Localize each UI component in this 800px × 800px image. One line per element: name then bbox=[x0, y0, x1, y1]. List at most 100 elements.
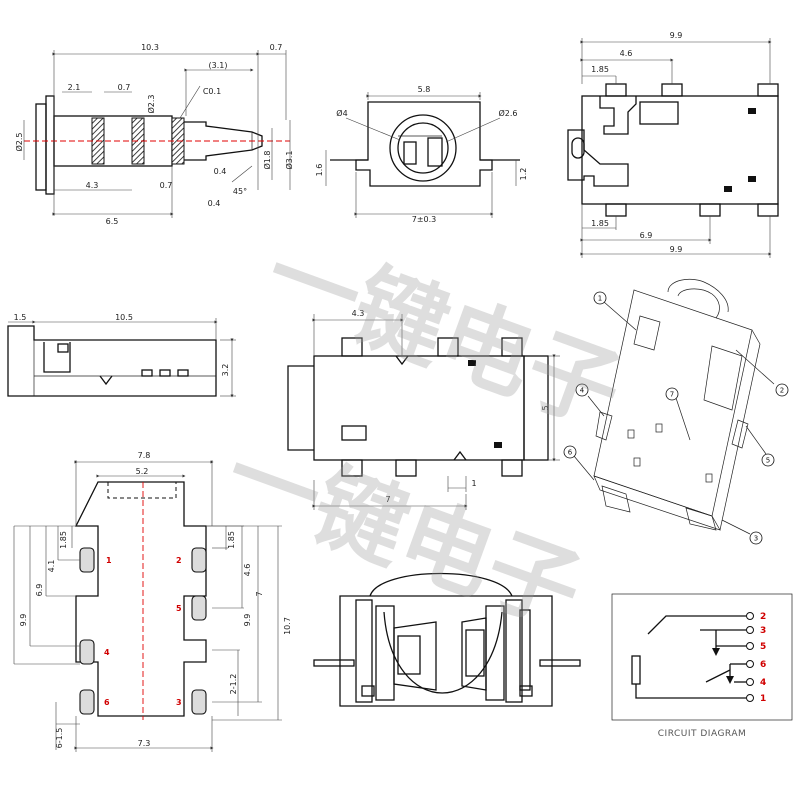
iso-balloon-2 bbox=[775, 383, 789, 397]
iso-socket-ring bbox=[667, 278, 729, 313]
bottom-pin-bot-1 bbox=[341, 459, 363, 477]
iso-balloon-6 bbox=[563, 445, 577, 459]
side-dim-chamfer: C0.1 bbox=[203, 87, 221, 96]
side-dim-plug-dia: Ø3.1 bbox=[284, 150, 294, 169]
iso-balloon-4 bbox=[575, 383, 589, 397]
section-housing bbox=[339, 595, 553, 707]
section-view bbox=[313, 572, 581, 707]
top-dim-overall-bottom: 9.9 bbox=[670, 245, 683, 254]
circuit-pin-3: 3 bbox=[760, 626, 766, 636]
section-dome bbox=[369, 572, 513, 597]
section-contact-right bbox=[461, 617, 487, 691]
side-dim-angle: 45° bbox=[233, 187, 247, 196]
bottom-pin-top-1 bbox=[341, 337, 363, 357]
top-pin-upper-left bbox=[605, 83, 627, 97]
side-dim-housing: 6.5 bbox=[106, 217, 119, 226]
side-dim-ring-width: 0.7 bbox=[160, 181, 173, 190]
profile-pin-a bbox=[57, 343, 69, 353]
footprint-pad-2 bbox=[191, 547, 207, 573]
iso-label-4: 4 bbox=[580, 387, 585, 395]
side-dim-body-length: 4.3 bbox=[86, 181, 99, 190]
bottom-view: 4.3 5 1 7 bbox=[287, 309, 560, 510]
iso-label-5: 5 bbox=[766, 457, 770, 465]
top-marker-3 bbox=[724, 186, 732, 192]
profile-dim-length: 10.5 bbox=[115, 313, 133, 322]
bottom-pin-top-3 bbox=[501, 337, 523, 357]
pcb-footprint: 1 2 5 4 6 3 7.8 5 bbox=[13, 451, 292, 752]
front-dim-outer-dia: Ø4 bbox=[336, 108, 347, 118]
side-dim-ring-gap: 0.7 bbox=[118, 83, 131, 92]
footprint-outline bbox=[74, 481, 207, 717]
iso-balloon-3 bbox=[749, 531, 763, 545]
isometric-view: 1 2 4 7 5 6 3 bbox=[563, 278, 789, 545]
circuit-pin-1: 1 bbox=[760, 694, 766, 704]
footprint-pin-2: 2 bbox=[176, 556, 182, 565]
fp-dim-left-offset: 1.85 bbox=[59, 531, 68, 549]
top-pin-lower-right bbox=[757, 203, 779, 217]
footprint-pad-4 bbox=[79, 639, 95, 665]
fp-dim-left-6.9: 6.9 bbox=[35, 584, 44, 597]
iso-label-3: 3 bbox=[754, 535, 758, 543]
side-dim-step-2: 0.4 bbox=[208, 199, 221, 208]
top-marker-1 bbox=[748, 108, 756, 114]
side-flange-left bbox=[35, 103, 47, 191]
profile-view: 1.5 10.5 3.2 bbox=[7, 313, 236, 398]
watermark-text-lower: 一键电子 bbox=[212, 420, 594, 646]
bottom-dim-pin-width: 1 bbox=[471, 479, 476, 488]
profile-pin-d bbox=[177, 369, 189, 377]
fp-dim-slot: 2-1.2 bbox=[229, 674, 238, 695]
fp-dim-inner-width: 5.2 bbox=[136, 467, 149, 476]
top-pin-lower-left bbox=[605, 203, 627, 217]
circuit-pin-6: 6 bbox=[760, 660, 766, 670]
front-dim-left-height: 1.6 bbox=[315, 164, 324, 177]
section-leg-right bbox=[539, 659, 581, 667]
fp-dim-right-7: 7 bbox=[255, 591, 264, 596]
fp-dim-right-10.7: 10.7 bbox=[283, 617, 292, 635]
side-dim-flange-dia: Ø2.5 bbox=[14, 132, 24, 151]
bottom-front-lip bbox=[523, 355, 549, 461]
top-dim-pin-offset-top: 1.85 bbox=[591, 65, 609, 74]
top-latch bbox=[639, 101, 679, 125]
bottom-dim-length: 7 bbox=[385, 495, 390, 504]
circuit-switch-2 bbox=[647, 615, 746, 635]
side-dim-tip-offset: 0.7 bbox=[270, 43, 283, 52]
side-dim-tip-step: 0.4 bbox=[214, 167, 227, 176]
top-pin-upper-mid bbox=[661, 83, 683, 97]
front-contact-right bbox=[427, 137, 443, 167]
front-dim-right-height: 1.2 bbox=[519, 168, 528, 181]
fp-dim-right-9.9: 9.9 bbox=[243, 614, 252, 627]
fp-dim-left-9.9: 9.9 bbox=[19, 614, 28, 627]
footprint-pin-4: 4 bbox=[104, 648, 110, 657]
top-pin-lower-mid bbox=[699, 203, 721, 217]
bottom-dim-height: 5 bbox=[541, 405, 550, 410]
top-dim-pin-offset-bottom: 1.85 bbox=[591, 219, 609, 228]
front-dim-span: 7±0.3 bbox=[412, 215, 437, 224]
bottom-window bbox=[341, 425, 367, 441]
top-clip bbox=[599, 96, 637, 135]
circuit-pin-4: 4 bbox=[760, 678, 766, 688]
section-post-2 bbox=[505, 599, 523, 703]
iso-label-7: 7 bbox=[670, 391, 674, 399]
section-post-1 bbox=[355, 599, 373, 703]
bottom-pin-bot-2 bbox=[395, 459, 417, 477]
iso-balloon-5 bbox=[761, 453, 775, 467]
footprint-pad-1 bbox=[79, 547, 95, 573]
bottom-pin-top-2 bbox=[437, 337, 459, 357]
front-inner-ring bbox=[397, 122, 449, 174]
iso-label-6: 6 bbox=[568, 449, 573, 457]
footprint-pin-6: 6 bbox=[104, 698, 110, 707]
fp-dim-pad: 6-1.5 bbox=[55, 728, 64, 749]
fp-dim-right-4.6: 4.6 bbox=[243, 564, 252, 577]
top-bracket-slot bbox=[571, 137, 585, 159]
side-view: 10.3 0.7 (3.1) C0.1 2.1 0.7 Ø2.3 Ø2.5 4.… bbox=[14, 43, 294, 226]
profile-pin-b bbox=[141, 369, 153, 377]
watermark-text-upper: 一键电子 bbox=[252, 220, 634, 446]
bottom-shell bbox=[287, 365, 314, 451]
profile-body bbox=[7, 325, 217, 397]
iso-balloon-7 bbox=[665, 387, 679, 401]
circuit-diagram: 2 3 5 6 4 1 CIRCUIT DIAGRAM bbox=[611, 593, 793, 739]
bottom-pin-bot-3 bbox=[501, 459, 523, 477]
footprint-pin-1: 1 bbox=[106, 556, 112, 565]
bottom-dim-pin-offset: 4.3 bbox=[352, 309, 365, 318]
